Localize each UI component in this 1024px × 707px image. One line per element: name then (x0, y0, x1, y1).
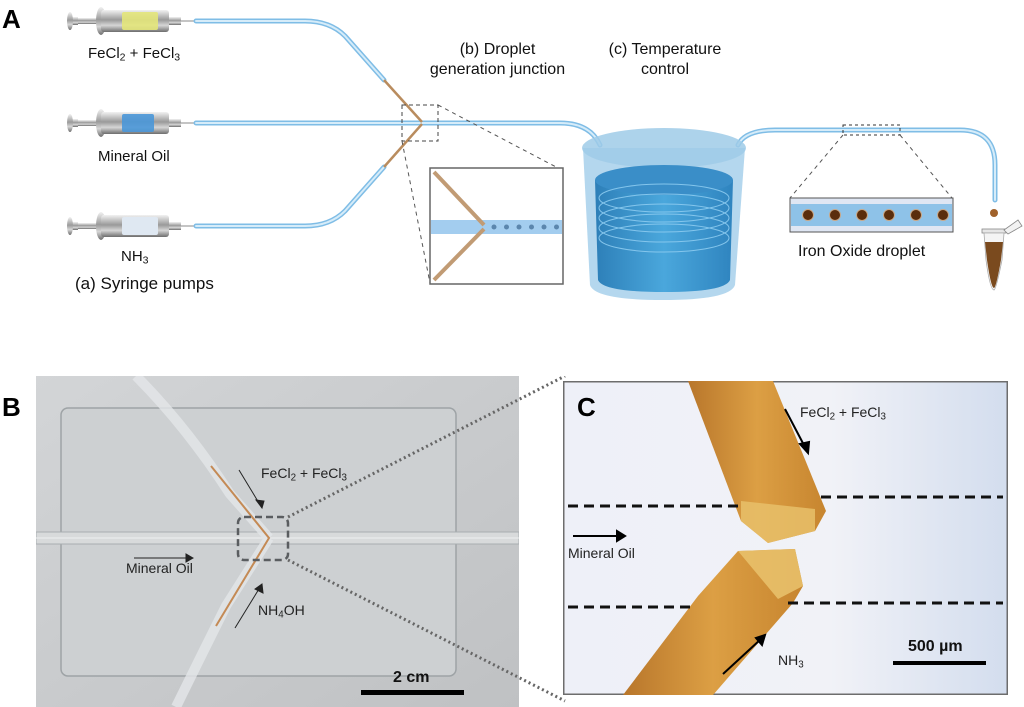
capillary-bottom (383, 123, 423, 168)
inset-droplet (541, 224, 547, 230)
scale-label-b: 2 cm (393, 669, 430, 686)
collection-tube (981, 219, 1023, 291)
label-b-nh4oh: NH4OH (258, 602, 305, 621)
iron-oxide-droplet (883, 209, 895, 221)
syringe-pumps-label: (a) Syringe pumps (75, 274, 214, 293)
inset-droplet (516, 224, 522, 230)
capillary-bottom (623, 549, 803, 695)
panel-label-a: A (2, 4, 21, 34)
inset-droplet (491, 224, 497, 230)
iron-oxide-droplet (829, 209, 841, 221)
capillary-top (688, 381, 826, 543)
droplet-label: Iron Oxide droplet (798, 243, 926, 260)
panel-c-micrograph (563, 381, 1008, 695)
label-c-nh3: NH3 (778, 652, 804, 671)
panel-a-diagram (67, 7, 1023, 300)
scale-label-c: 500 µm (908, 638, 963, 655)
label-b-mineral-oil: Mineral Oil (126, 560, 193, 576)
inset-droplet (529, 224, 534, 230)
junction-zoom-box (401, 104, 439, 142)
syringe-fecl (67, 7, 196, 35)
scale-bar (893, 661, 986, 665)
iron-oxide-droplets (802, 209, 949, 221)
syringe-fill (122, 12, 158, 30)
panel-b-photo (36, 376, 519, 707)
temperature-label: (c) Temperature control (608, 41, 722, 78)
syringe-label-nh3: NH3 (121, 248, 149, 267)
capillary-top (383, 79, 423, 123)
iron-oxide-droplet (802, 209, 814, 221)
zoom-connector (287, 376, 566, 703)
inset-droplets (491, 224, 559, 230)
label-c-mineral-oil: Mineral Oil (568, 545, 635, 561)
droplet-inset (789, 197, 954, 233)
label-c-fecl: FeCl2 + FeCl3 (800, 404, 886, 423)
syringe-label-fecl: FeCl2 + FeCl3 (88, 45, 181, 64)
syringe-fill (122, 114, 154, 132)
junction-label: (b) Droplet generation junction (429, 41, 566, 78)
junction-inset (429, 167, 564, 285)
syringe-oil (67, 109, 196, 137)
panel-label-c: C (577, 392, 596, 422)
channel-walls (568, 495, 1003, 609)
syringe-label-oil: Mineral Oil (98, 148, 170, 165)
panel-label-b: B (2, 392, 21, 422)
falling-droplet (990, 209, 998, 217)
label-b-fecl: FeCl2 + FeCl3 (261, 465, 347, 484)
inset-droplet (554, 224, 559, 230)
iron-oxide-droplet (910, 209, 922, 221)
capillary (210, 465, 271, 627)
beaker (582, 128, 746, 300)
scale-bar (361, 690, 464, 695)
iron-oxide-droplet (937, 209, 949, 221)
droplet-zoom-box (842, 124, 901, 136)
iron-oxide-droplet (856, 209, 868, 221)
syringe-nh3 (67, 212, 196, 240)
inset-droplet (504, 224, 509, 230)
syringe-fill (122, 217, 158, 235)
